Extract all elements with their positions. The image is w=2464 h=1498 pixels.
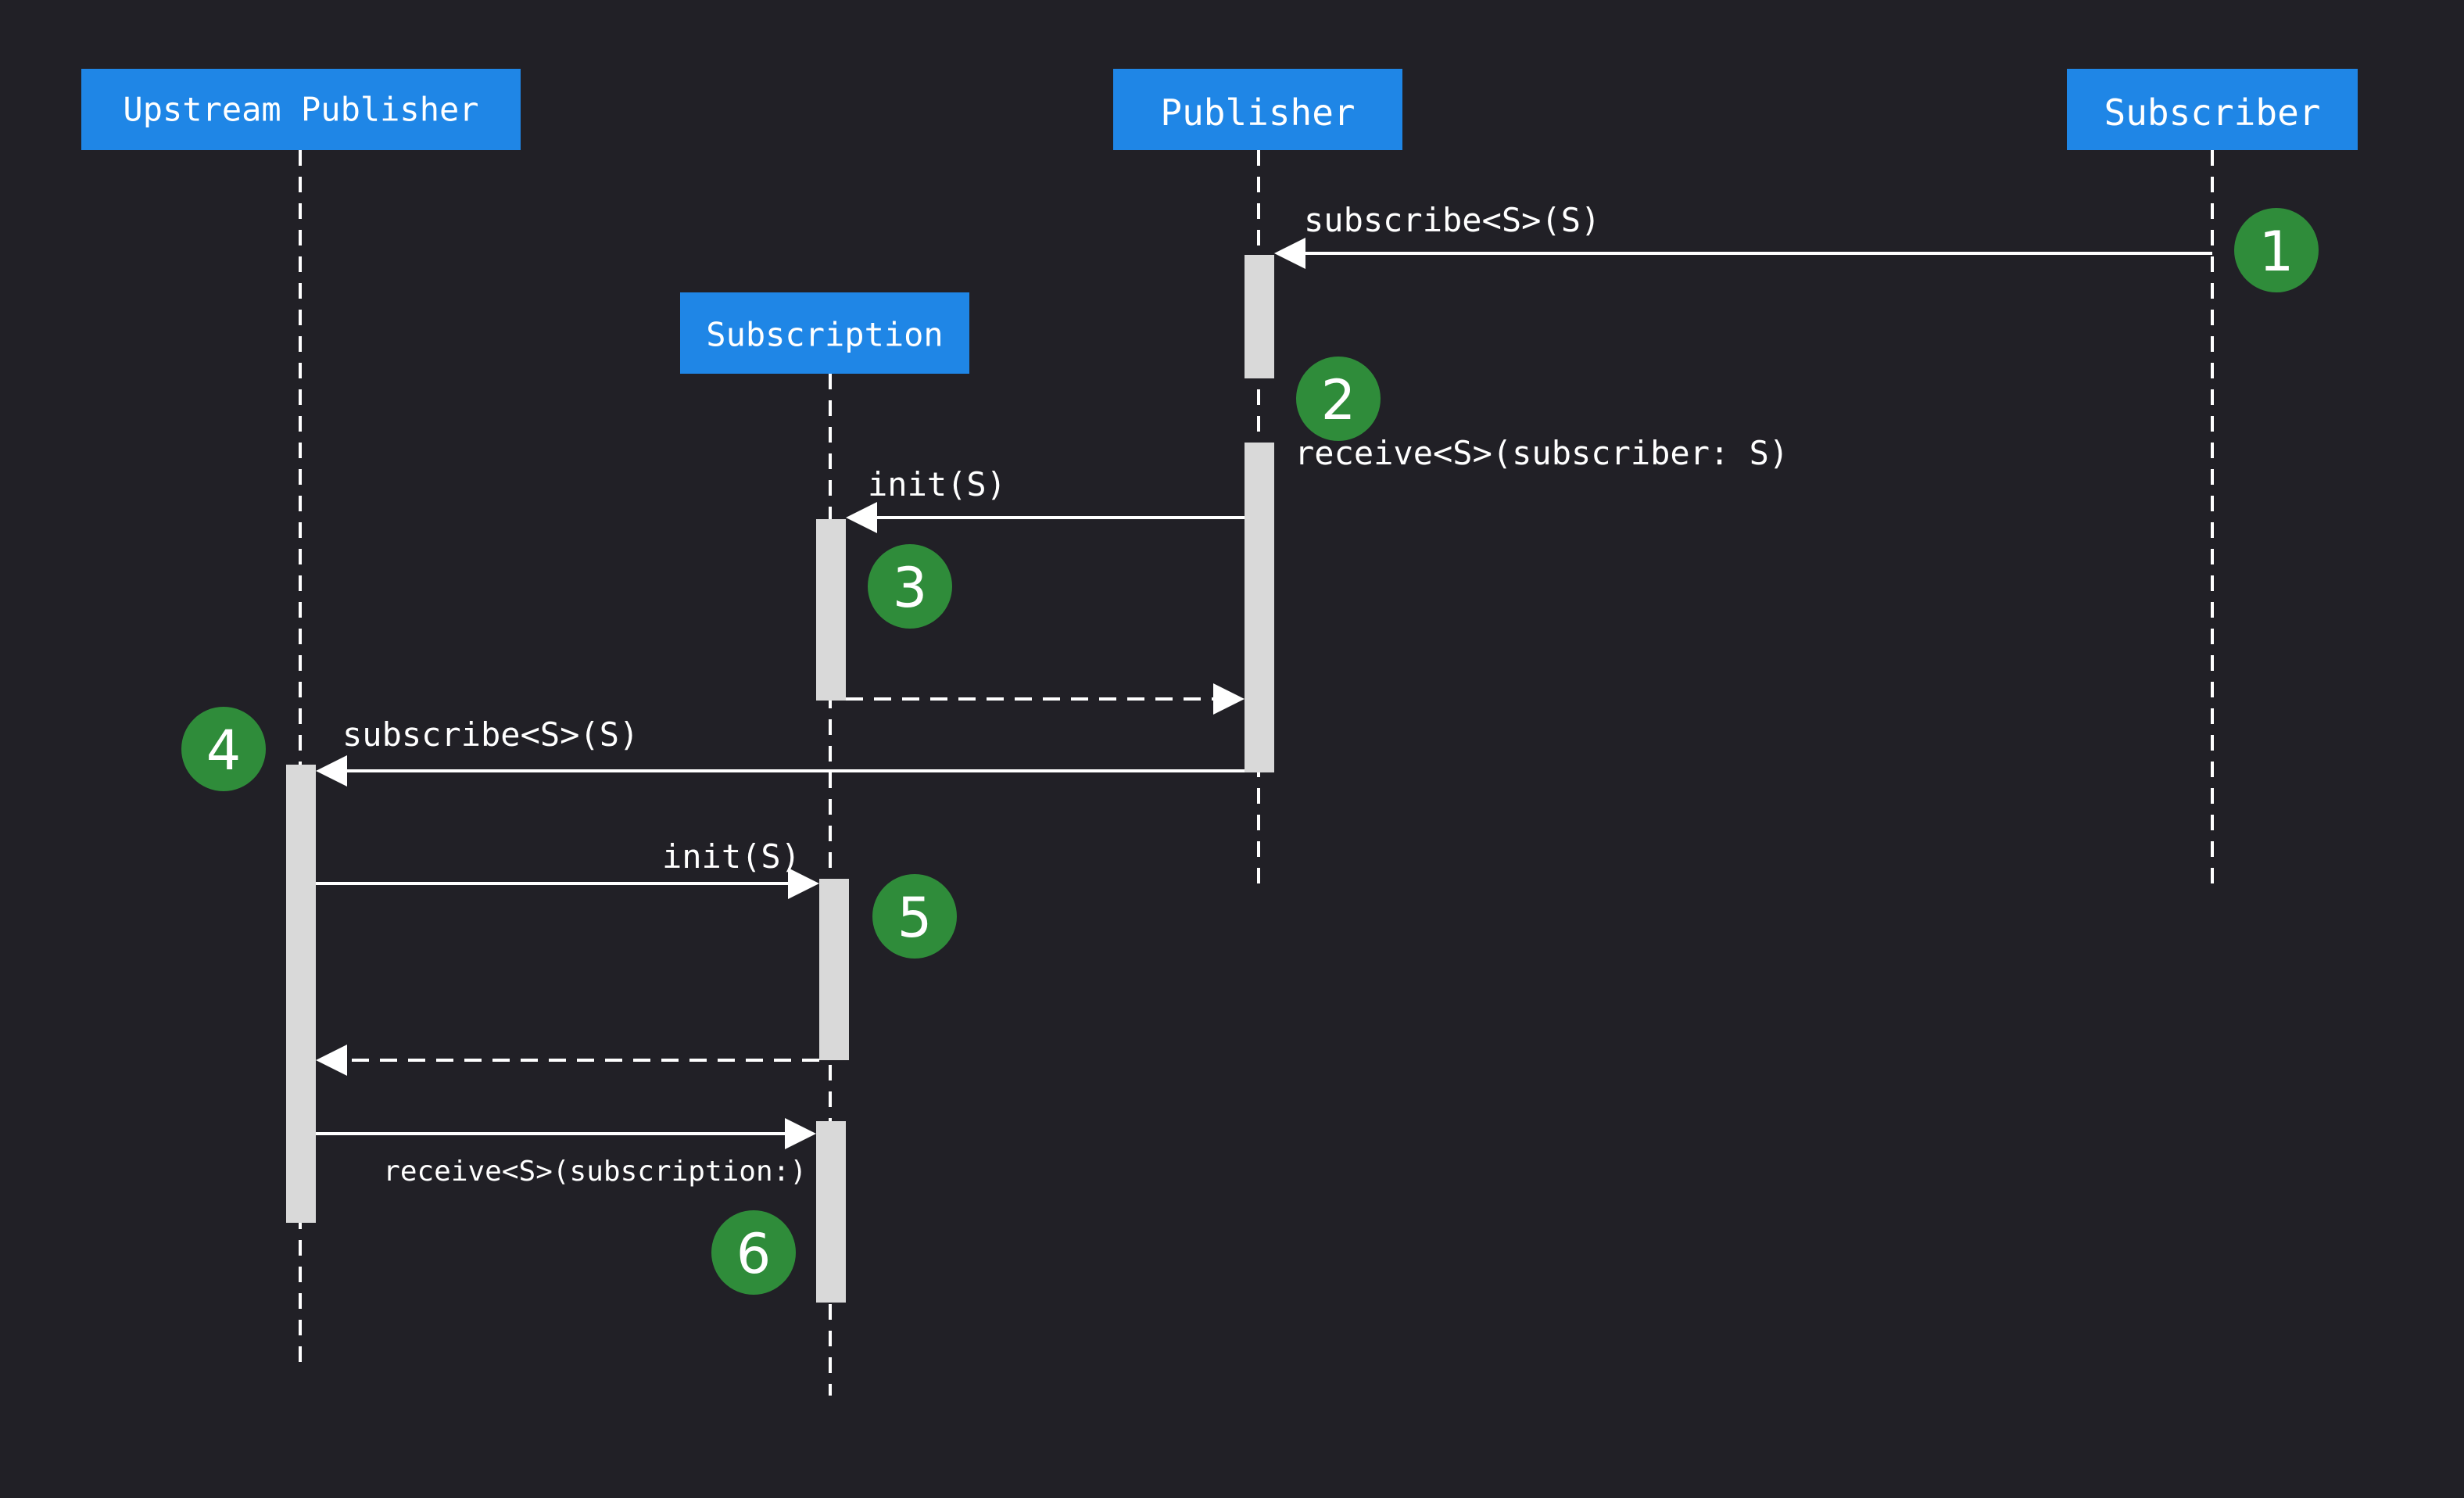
step-number-6: 6 [736,1222,772,1286]
activation-subscription-3 [816,1121,846,1303]
participant-publisher: Publisher [1113,69,1402,150]
message-label-subscribe-2: subscribe<S>(S) [342,715,639,754]
message-label-init-2: init(S) [662,837,800,876]
step-badge-3: 3 [868,544,952,629]
participant-label-subscription: Subscription [706,316,943,354]
activation-subscription-1 [816,519,846,701]
message-label-receive-subscriber: receive<S>(subscriber: S) [1295,434,1789,472]
step-number-5: 5 [897,886,933,950]
participant-upstream-publisher: Upstream Publisher [81,69,521,150]
participant-subscriber: Subscriber [2067,69,2358,150]
message-label-init-1: init(S) [868,465,1006,504]
activation-upstream-publisher [286,765,316,1223]
activation-subscription-2 [819,879,849,1060]
step-badge-1: 1 [2234,208,2319,292]
activation-publisher-2 [1245,443,1274,772]
step-badge-4: 4 [181,707,266,791]
step-number-2: 2 [1321,368,1356,432]
step-number-4: 4 [206,719,242,783]
step-badge-6: 6 [711,1210,796,1295]
step-badge-5: 5 [872,874,957,959]
step-number-3: 3 [893,556,928,620]
participant-label-subscriber: Subscriber [2104,91,2321,134]
message-label-subscribe-1: subscribe<S>(S) [1304,201,1600,239]
message-label-receive-subscription: receive<S>(subscription:) [383,1156,807,1188]
participant-label-publisher: Publisher [1160,91,1355,134]
activation-publisher-1 [1245,255,1274,378]
step-badge-2: 2 [1296,357,1381,441]
messages [316,238,2212,1149]
participant-label-upstream-publisher: Upstream Publisher [123,91,478,129]
step-number-1: 1 [2259,220,2294,284]
activation-bars [286,255,1274,1303]
participant-subscription: Subscription [680,292,969,374]
